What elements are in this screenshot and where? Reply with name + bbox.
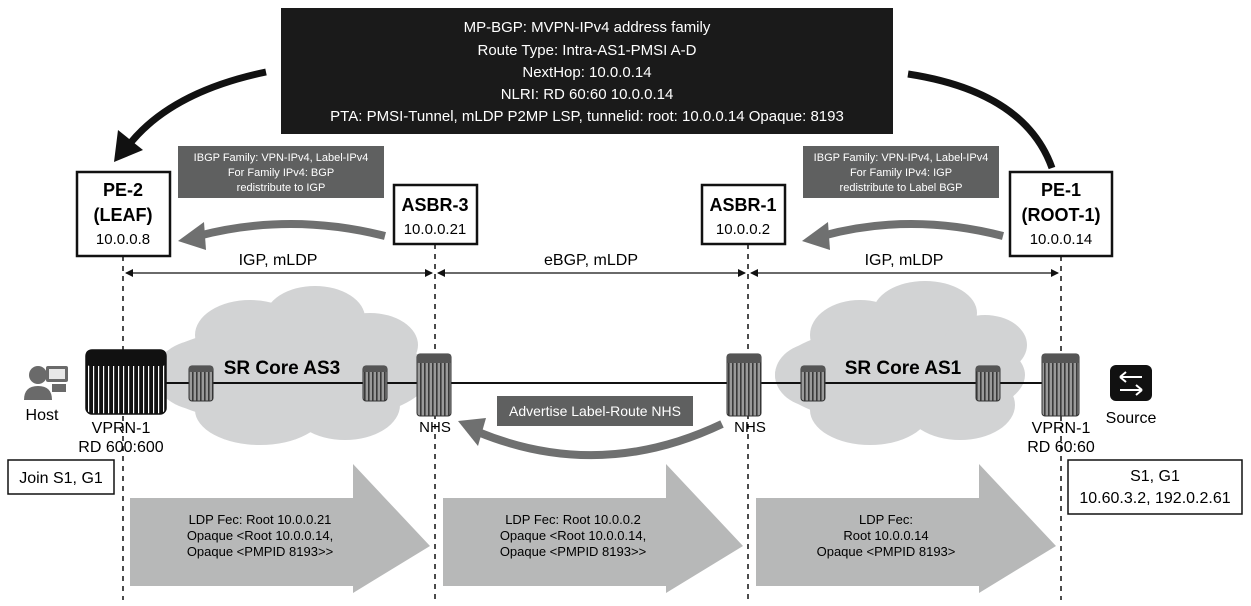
join-box: Join S1, G1 [7,459,115,495]
pe2-name-line1: PE-2 [103,180,143,200]
rd-right-label: RD 60:60 [1027,439,1095,456]
ibgp-left-line-3: redistribute to IGP [237,182,326,194]
rd-left-label: RD 600:600 [78,439,163,456]
source-group-box: S1, G1 10.60.3.2, 192.0.2.61 [1067,459,1243,515]
advertise-arrow [476,420,724,460]
mp-bgp-line-5: PTA: PMSI-Tunnel, mLDP P2MP LSP, tunneli… [330,108,844,125]
router-core-as1-a [800,365,826,402]
source-icon [1110,365,1152,401]
fec-3-line1: LDP Fec: [859,512,913,527]
mp-bgp-line-3: NextHop: 10.0.0.14 [522,64,651,81]
ibgp-right-line-1: IBGP Family: VPN-IPv4, Label-IPv4 [814,152,989,164]
cloud-label-right: SR Core AS1 [845,358,962,379]
fec-arrow-3: LDP Fec: Root 10.0.0.14 Opaque <PMPID 81… [756,464,1056,593]
redistribute-arrowhead-left [178,222,206,250]
advertise-arrowhead [458,418,486,446]
vprn-left-label: VPRN-1 [92,420,151,437]
advert-arrow-right [907,70,1056,170]
join-box-text: Join S1, G1 [19,470,103,487]
ibgp-note-left: IBGP Family: VPN-IPv4, Label-IPv4 For Fa… [178,146,384,198]
router-asbr1-nhs [726,353,762,417]
nhs-left-label: NHS [419,419,451,436]
router-pe1-vprn [1041,353,1080,417]
ibgp-right-line-3: redistribute to Label BGP [840,182,963,194]
ibgp-right-line-2: For Family IPv4: IGP [850,167,952,179]
asbr3-address: 10.0.0.21 [404,221,467,238]
segment-label-1: IGP, mLDP [239,252,318,269]
mp-bgp-line-2: Route Type: Intra-AS1-PMSI A-D [478,42,697,59]
pe1-name-line1: PE-1 [1041,180,1081,200]
pe1-name-line2: (ROOT-1) [1022,205,1101,225]
pe1-address: 10.0.0.14 [1030,231,1093,248]
mp-bgp-info-box: MP-BGP: MVPN-IPv4 address family Route T… [281,8,893,134]
router-core-as3-b [362,365,388,402]
fec-2-line2: Opaque <Root 10.0.0.14, [500,528,646,543]
node-pe1: PE-1 (ROOT-1) 10.0.0.14 [1008,170,1114,258]
fec-2-line1: LDP Fec: Root 10.0.0.2 [505,512,641,527]
boundary-lines [122,244,1062,600]
fec-3-line2: Root 10.0.0.14 [843,528,928,543]
mp-bgp-line-4: NLRI: RD 60:60 10.0.0.14 [501,86,674,103]
ibgp-note-right: IBGP Family: VPN-IPv4, Label-IPv4 For Fa… [803,146,999,198]
host-icon [24,366,68,400]
router-core-as3-a [188,365,214,402]
node-asbr3: ASBR-3 10.0.0.21 [392,183,479,246]
ibgp-left-line-1: IBGP Family: VPN-IPv4, Label-IPv4 [194,152,369,164]
fec-3-line3: Opaque <PMPID 8193> [817,544,956,559]
router-asbr3-nhs [416,353,452,417]
redistribute-arrow-left [196,220,386,240]
advertise-note: Advertise Label-Route NHS [497,396,693,426]
fec-arrow-2: LDP Fec: Root 10.0.0.2 Opaque <Root 10.0… [443,464,743,593]
nhs-right-label: NHS [734,419,766,436]
asbr3-name: ASBR-3 [401,195,468,215]
advert-arrow-left [125,68,267,149]
mp-bgp-line-1: MP-BGP: MVPN-IPv4 address family [464,19,711,36]
advert-arrowhead-left [114,130,143,162]
segment-label-2: eBGP, mLDP [544,252,638,269]
fec-2-line3: Opaque <PMPID 8193>> [500,544,646,559]
segment-label-3: IGP, mLDP [865,252,944,269]
asbr1-address: 10.0.0.2 [716,221,770,238]
source-group-line2: 10.60.3.2, 192.0.2.61 [1079,490,1230,507]
cloud-label-left: SR Core AS3 [224,358,341,379]
vprn-right-label: VPRN-1 [1032,420,1091,437]
ibgp-left-line-2: For Family IPv4: BGP [228,167,334,179]
fec-1-line2: Opaque <Root 10.0.0.14, [187,528,333,543]
fec-1-line1: LDP Fec: Root 10.0.0.21 [189,512,332,527]
host-label: Host [26,407,59,424]
node-asbr1: ASBR-1 10.0.0.2 [700,183,787,246]
node-pe2: PE-2 (LEAF) 10.0.0.8 [75,170,172,258]
router-core-as1-b [975,365,1001,402]
fec-arrow-1: LDP Fec: Root 10.0.0.21 Opaque <Root 10.… [130,464,430,593]
pe2-name-line2: (LEAF) [94,205,153,225]
pe2-address: 10.0.0.8 [96,231,150,248]
source-group-line1: S1, G1 [1130,468,1180,485]
redistribute-arrow-right [820,220,1004,240]
advertise-label: Advertise Label-Route NHS [509,403,681,419]
fec-1-line3: Opaque <PMPID 8193>> [187,544,333,559]
source-label: Source [1106,410,1157,427]
redistribute-arrowhead-right [802,222,830,250]
router-pe2-vprn [85,349,167,415]
asbr1-name: ASBR-1 [709,195,776,215]
